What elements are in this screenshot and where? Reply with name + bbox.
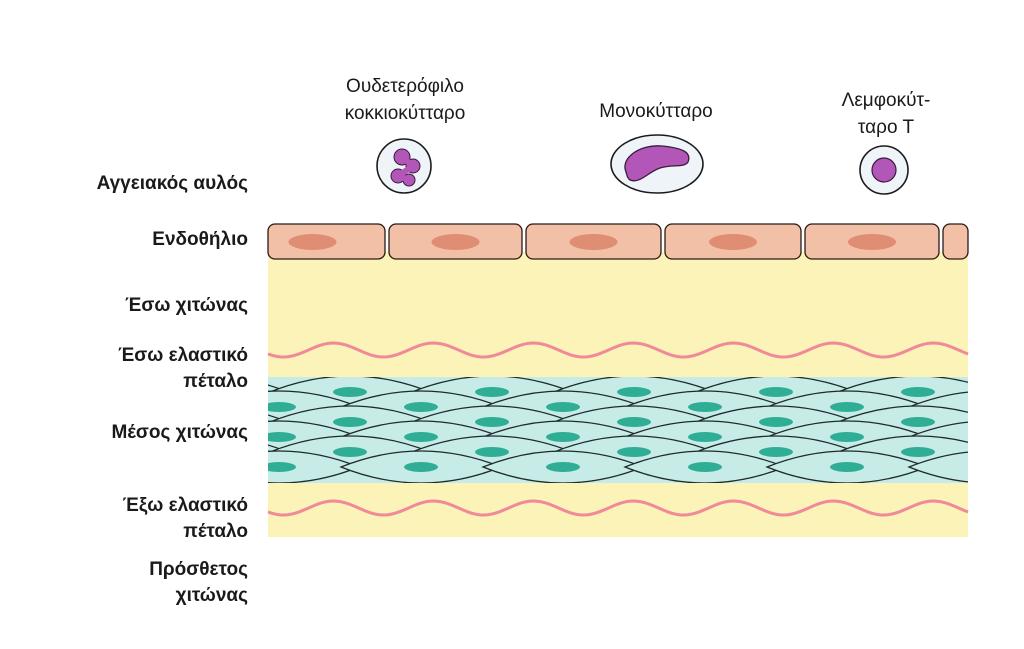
- smooth-muscle-nucleus: [972, 432, 1006, 442]
- smooth-muscle-nucleus: [972, 462, 1006, 472]
- smooth-muscle-nucleus: [268, 462, 296, 472]
- smooth-muscle-nucleus: [404, 432, 438, 442]
- monocyte-nucleus: [624, 145, 690, 182]
- smooth-muscle-nucleus: [830, 402, 864, 412]
- neutrophil-cell: [376, 138, 432, 194]
- smooth-muscle-cell: [980, 406, 1024, 438]
- smooth-muscle-nucleus: [759, 447, 793, 457]
- external-elastic-lamina: [267, 499, 969, 517]
- smooth-muscle-cell: [980, 376, 1024, 408]
- endothelial-nucleus: [288, 234, 337, 250]
- smooth-muscle-nucleus: [404, 462, 438, 472]
- label-neutrophil: Ουδετερόφιλο κοκκιοκύτταρο: [344, 76, 466, 124]
- smooth-muscle-nucleus: [688, 402, 722, 412]
- smooth-muscle-nucleus: [901, 447, 935, 457]
- label-adventitia: Πρόσθετος χιτώνας: [149, 559, 248, 606]
- smooth-muscle-nucleus: [404, 402, 438, 412]
- smooth-muscle-nucleus: [191, 447, 225, 457]
- endothelial-nucleus: [848, 234, 896, 250]
- label-external-elastic-lamina: Έξω ελαστικό πέταλο: [122, 495, 248, 542]
- smooth-muscle-nucleus: [617, 447, 651, 457]
- smooth-muscle-nucleus: [333, 387, 367, 397]
- smooth-muscle-nucleus: [688, 462, 722, 472]
- media-layer: [191, 376, 1024, 483]
- endothelial-nucleus: [569, 234, 618, 250]
- smooth-muscle-nucleus: [268, 402, 296, 412]
- smooth-muscle-nucleus: [901, 387, 935, 397]
- smooth-muscle-nucleus: [546, 402, 580, 412]
- smooth-muscle-nucleus: [617, 387, 651, 397]
- internal-elastic-lamina: [267, 341, 969, 359]
- label-internal-elastic-lamina: Έσω ελαστικό πέταλο: [118, 345, 248, 392]
- smooth-muscle-nucleus: [688, 432, 722, 442]
- smooth-muscle-nucleus: [830, 462, 864, 472]
- label-media: Μέσος χιτώνας: [111, 422, 248, 443]
- t-lymphocyte-nucleus: [871, 157, 897, 183]
- smooth-muscle-nucleus: [333, 417, 367, 427]
- smooth-muscle-nucleus: [617, 417, 651, 427]
- smooth-muscle-nucleus: [333, 447, 367, 457]
- smooth-muscle-nucleus: [901, 417, 935, 427]
- smooth-muscle-nucleus: [546, 432, 580, 442]
- label-t-lymphocyte: Λεμφοκύτ- ταρο Τ: [841, 90, 931, 138]
- smooth-muscle-nucleus: [475, 417, 509, 427]
- smooth-muscle-nucleus: [475, 387, 509, 397]
- smooth-muscle-nucleus: [268, 432, 296, 442]
- smooth-muscle-nucleus: [546, 462, 580, 472]
- endothelial-cell: [942, 223, 969, 260]
- label-monocyte: Μονοκύτταρο: [599, 101, 713, 122]
- smooth-muscle-nucleus: [759, 417, 793, 427]
- label-lumen: Αγγειακός αυλός: [96, 173, 248, 194]
- label-endothelium: Ενδοθήλιο: [152, 229, 248, 250]
- smooth-muscle-cell: [907, 451, 968, 483]
- smooth-muscle-nucleus: [830, 432, 864, 442]
- smooth-muscle-nucleus: [475, 447, 509, 457]
- endothelial-nucleus: [431, 234, 480, 250]
- neutrophil-nucleus-link: [391, 154, 419, 183]
- smooth-muscle-nucleus: [759, 387, 793, 397]
- smooth-muscle-nucleus: [972, 402, 1006, 412]
- label-intima: Έσω χιτώνας: [125, 295, 248, 316]
- smooth-muscle-cell: [980, 436, 1024, 468]
- endothelial-nucleus: [709, 234, 757, 250]
